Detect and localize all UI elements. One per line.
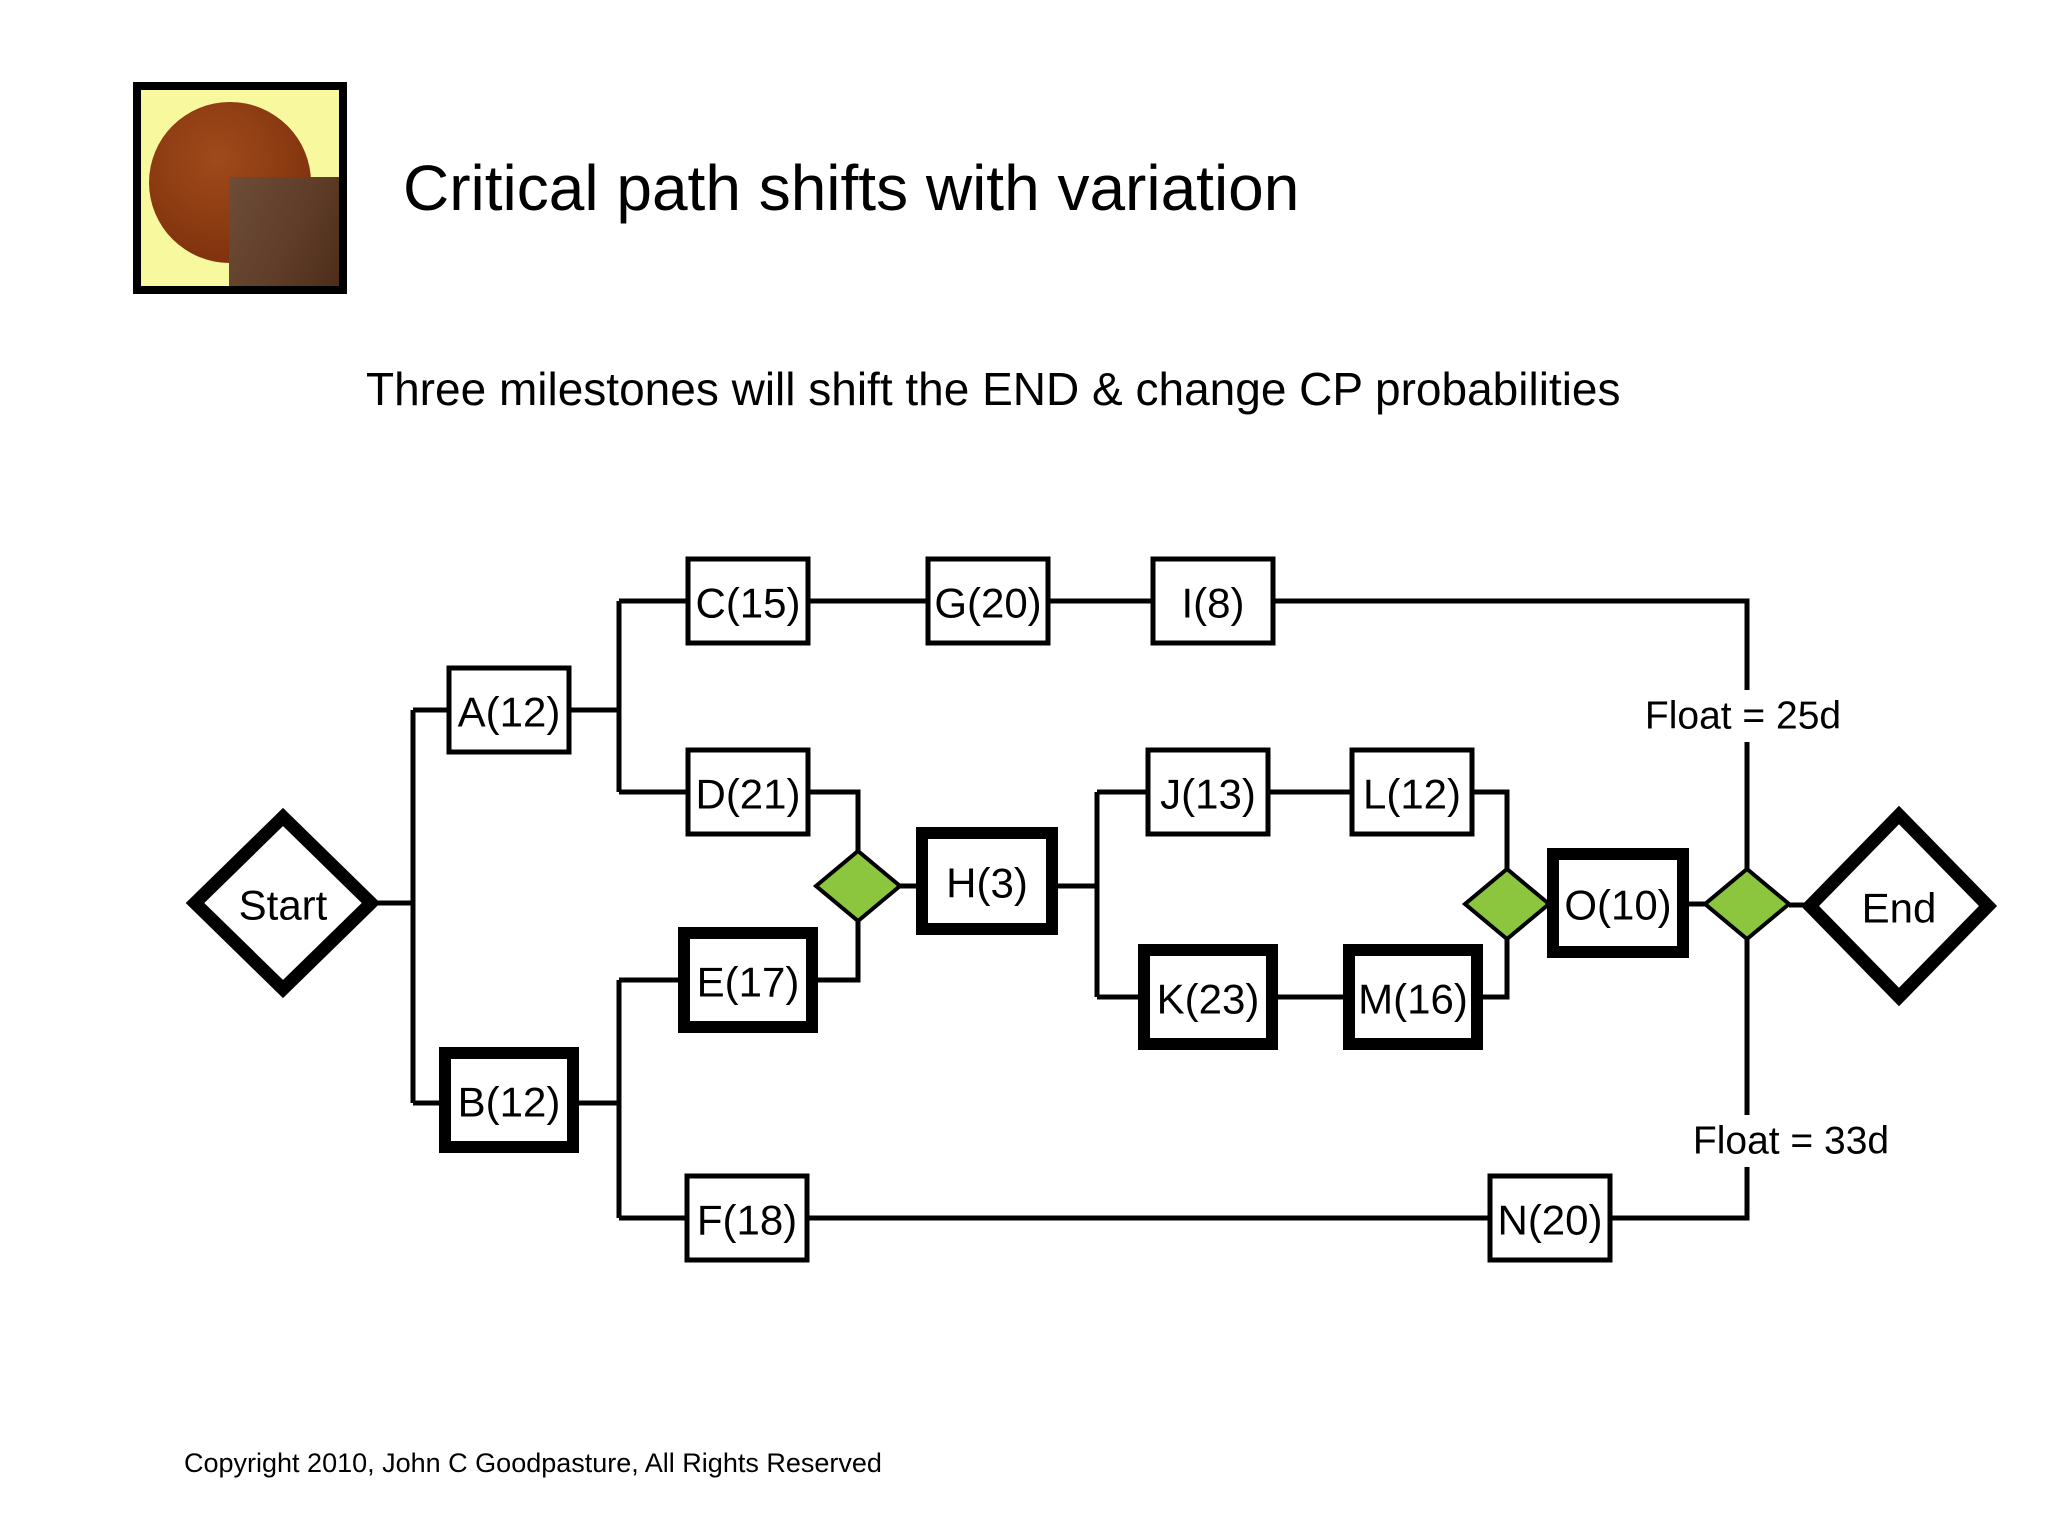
task-label-I: I(8) (1182, 580, 1245, 627)
float-33d-backing (1679, 1115, 1903, 1167)
task-label-E: E(17) (697, 959, 800, 1006)
task-label-G: G(20) (934, 580, 1041, 627)
task-box-B (439, 1047, 579, 1153)
task-box-M (1343, 944, 1483, 1050)
task-box-H (916, 827, 1058, 935)
connector-line (1608, 939, 1750, 1221)
float-25d-backing (1631, 690, 1855, 742)
task-label-O: O(10) (1564, 882, 1671, 929)
start-label: Start (239, 882, 328, 929)
connector-line (1273, 598, 1750, 869)
task-box-D (685, 747, 811, 837)
page-title: Critical path shifts with variation (403, 152, 1300, 224)
task-box-I (1150, 556, 1276, 646)
connector-line (1477, 939, 1510, 1000)
connector-line (808, 789, 861, 853)
task-box-N (1487, 1173, 1613, 1263)
task-label-H: H(3) (946, 860, 1028, 907)
task-label-M: M(16) (1358, 976, 1468, 1023)
task-label-D: D(21) (695, 771, 800, 818)
start-node (185, 807, 381, 999)
slide-subtitle: Three milestones will shift the END & ch… (366, 363, 1621, 415)
task-label-B: B(12) (458, 1079, 561, 1126)
task-label-N: N(20) (1497, 1197, 1602, 1244)
milestone-1-diamond-icon (812, 848, 904, 924)
end-node (1800, 805, 1998, 1007)
logo-square-icon (229, 177, 339, 286)
connector-line (1472, 789, 1510, 869)
task-box-O (1547, 848, 1689, 958)
float-25d-label: Float = 25d (1645, 695, 1841, 738)
copyright-text: Copyright 2010, John C Goodpasture, All … (184, 1448, 882, 1478)
task-box-C (685, 556, 811, 646)
task-box-A (446, 665, 572, 755)
task-label-F: F(18) (697, 1197, 797, 1244)
task-box-E (678, 927, 818, 1033)
task-label-J: J(13) (1160, 771, 1256, 818)
task-label-L: L(12) (1363, 771, 1461, 818)
milestone-2-diamond-icon (1461, 866, 1553, 942)
end-label: End (1862, 885, 1937, 932)
task-label-K: K(23) (1157, 976, 1260, 1023)
task-box-L (1349, 747, 1475, 837)
task-box-G (925, 556, 1051, 646)
float-33d-label: Float = 33d (1693, 1120, 1889, 1163)
task-box-K (1138, 944, 1278, 1050)
task-box-F (684, 1173, 810, 1263)
task-label-A: A(12) (458, 689, 561, 736)
connector-line (812, 919, 861, 983)
logo (133, 82, 347, 294)
task-label-C: C(15) (695, 580, 800, 627)
milestone-3-diamond-icon (1701, 866, 1793, 942)
task-box-J (1145, 747, 1271, 837)
